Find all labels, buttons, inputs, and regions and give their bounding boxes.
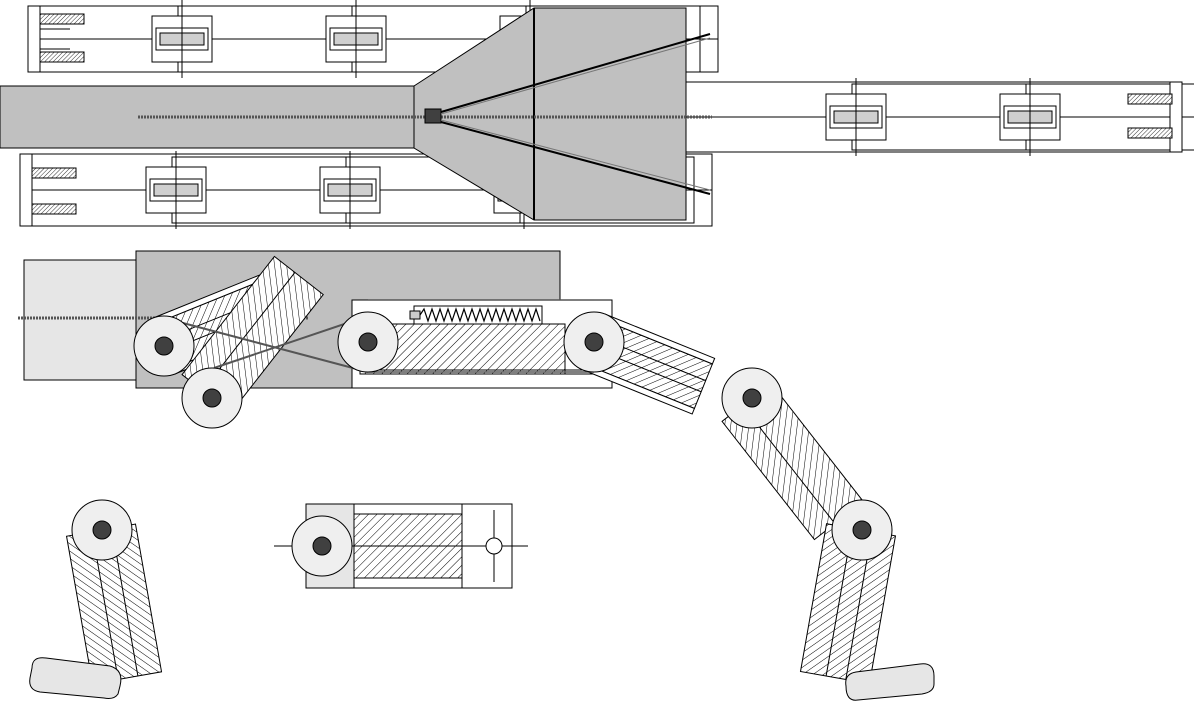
pivot-hole [485,537,503,555]
left-end-cap [29,657,122,699]
roller-7 [831,499,893,561]
side-housing-light [23,259,143,381]
roller-3 [71,499,133,561]
side-view-curved-chain [18,250,935,701]
top-view-straight-chain [0,0,1194,230]
roller-2 [181,367,243,429]
roller-6 [721,367,783,429]
right-chain [685,77,1194,157]
roller-5 [563,311,625,373]
single-link-detail [274,503,528,589]
right-end-cap [845,663,935,701]
detail-roller [291,515,353,577]
drive-housing [0,7,712,221]
roller-4 [337,311,399,373]
tension-spring [419,307,541,323]
roller-1 [133,315,195,377]
